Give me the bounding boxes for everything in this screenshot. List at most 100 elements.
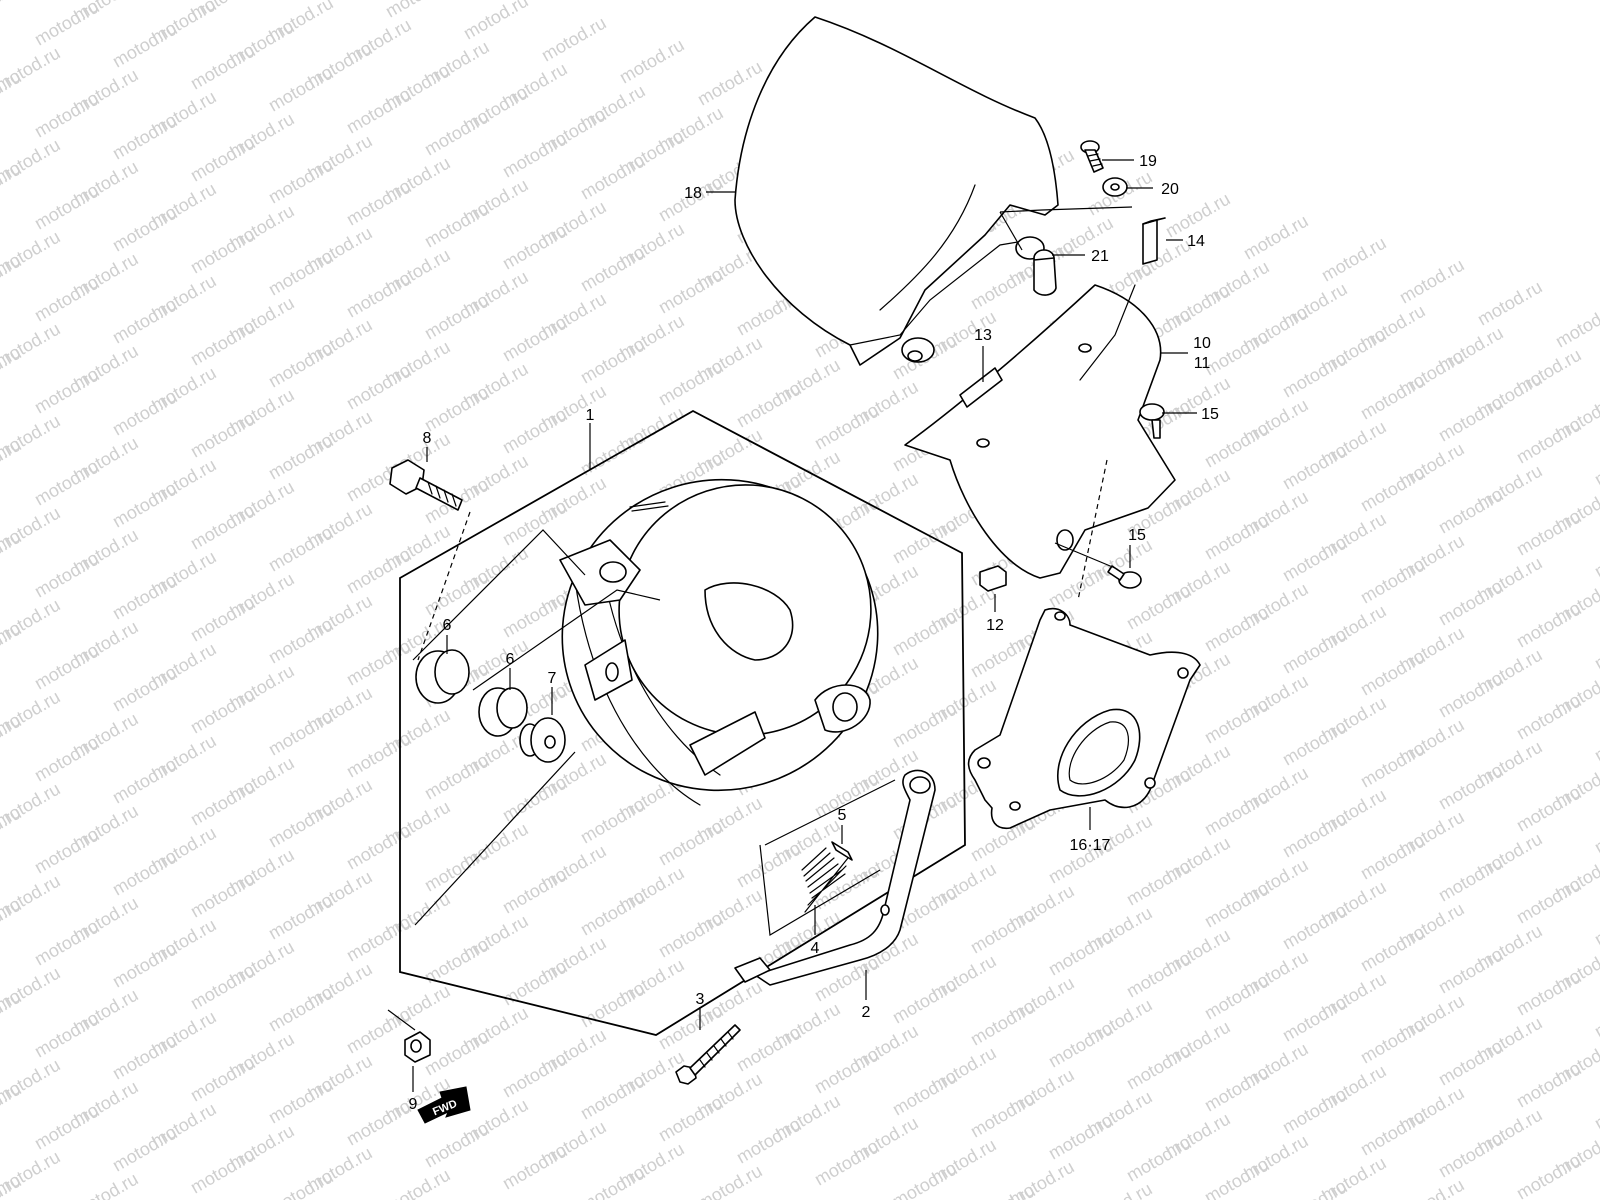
watermark-text: motod.ru xyxy=(187,961,259,1014)
watermark-text: motod.ru xyxy=(265,1075,337,1128)
callout-8: 8 xyxy=(423,430,432,447)
watermark-text: motod.ru xyxy=(1123,581,1195,634)
watermark-text: motod.ru xyxy=(31,1009,103,1062)
watermark-text: motod.ru xyxy=(1474,277,1546,330)
collar-7 xyxy=(519,717,566,763)
watermark-text: motod.ru xyxy=(967,261,1039,314)
watermark-text: motod.ru xyxy=(265,615,337,668)
watermark-text: motod.ru xyxy=(694,57,766,110)
watermark-text: motod.ru xyxy=(109,479,181,532)
watermark-text: motod.ru xyxy=(109,1123,181,1176)
watermark-text: motod.ru xyxy=(265,1167,337,1200)
watermark-text: motod.ru xyxy=(1201,419,1273,472)
grommet-6a xyxy=(415,649,470,704)
callout-16-17: 16·17 xyxy=(1070,837,1111,854)
damper-14 xyxy=(1142,217,1166,265)
callout-15b: 15 xyxy=(1128,527,1146,544)
callout-21: 21 xyxy=(1091,248,1109,265)
watermark-text: motod.ru xyxy=(109,939,181,992)
callout-9: 9 xyxy=(409,1096,418,1113)
watermark-text: motod.ru xyxy=(1513,1151,1585,1200)
watermark-text: motod.ru xyxy=(1591,529,1600,582)
watermark-text: motod.ru xyxy=(1357,647,1429,700)
screw-3 xyxy=(675,1024,741,1085)
callout-2: 2 xyxy=(862,1004,871,1021)
watermark-text: motod.ru xyxy=(1357,923,1429,976)
watermark-text: motod.ru xyxy=(1513,875,1585,928)
visor-18 xyxy=(734,16,1059,366)
watermark-text: motod.ru xyxy=(811,401,883,454)
watermark-text: motod.ru xyxy=(811,1045,883,1098)
watermark-text: motod.ru xyxy=(382,0,454,21)
watermark-text: motod.ru xyxy=(31,1101,103,1154)
watermark-text: motod.ru xyxy=(343,821,415,874)
watermark-text: motod.ru xyxy=(577,243,649,296)
watermark-text: motod.ru xyxy=(1357,1107,1429,1160)
watermark-text: motod.ru xyxy=(499,497,571,550)
watermark-text: motod.ru xyxy=(187,501,259,554)
callout-12: 12 xyxy=(986,617,1004,634)
watermark-text: motod.ru xyxy=(889,975,961,1028)
watermark-text: motod.ru xyxy=(655,265,727,318)
watermark-text: motod.ru xyxy=(343,1005,415,1058)
bolt-15b-leader xyxy=(1054,542,1116,569)
nut-9-guide xyxy=(414,751,576,926)
watermark-text: motod.ru xyxy=(1435,1037,1507,1090)
watermark-text: motod.ru xyxy=(655,817,727,870)
watermark-text: motod.ru xyxy=(31,181,103,234)
washer-20 xyxy=(1102,177,1128,197)
watermark-text: motod.ru xyxy=(1279,901,1351,954)
watermark-text: motod.ru xyxy=(1396,255,1468,308)
watermark-text: motod.ru xyxy=(1591,621,1600,674)
watermark-text: motod.ru xyxy=(1279,1177,1351,1200)
watermark-text: motod.ru xyxy=(421,1027,493,1080)
watermark-text: motod.ru xyxy=(421,199,493,252)
watermark-text: motod.ru xyxy=(31,917,103,970)
fwd-arrow-icon: FWD xyxy=(417,1086,471,1124)
watermark-text: motod.ru xyxy=(265,247,337,300)
watermark-text: motod.ru xyxy=(1591,437,1600,490)
watermark-text: motod.ru xyxy=(1279,717,1351,770)
spring-4 xyxy=(801,847,849,913)
watermark-text: motod.ru xyxy=(1279,625,1351,678)
cover-10-11 xyxy=(904,284,1176,579)
watermark-text: motod.ru xyxy=(655,1093,727,1146)
watermark-text: motod.ru xyxy=(1357,1015,1429,1068)
watermark-text: motod.ru xyxy=(1513,967,1585,1020)
watermark-text: motod.ru xyxy=(967,905,1039,958)
watermark-text: motod.ru xyxy=(343,545,415,598)
watermark-text: motod.ru xyxy=(499,1049,571,1102)
watermark-text: motod.ru xyxy=(811,769,883,822)
watermark-text: motod.ru xyxy=(343,177,415,230)
watermark-text: motod.ru xyxy=(187,409,259,462)
watermark-text: motod.ru xyxy=(343,913,415,966)
watermark-text: motod.ru xyxy=(811,1137,883,1190)
watermark-text: motod.ru xyxy=(187,317,259,370)
watermark-text: motod.ru xyxy=(1435,761,1507,814)
watermark-text: motod.ru xyxy=(1201,511,1273,564)
callout-19: 19 xyxy=(1139,153,1157,170)
watermark-text: motod.ru xyxy=(1123,857,1195,910)
watermark-text: motod.ru xyxy=(1279,441,1351,494)
watermark-text: motod.ru xyxy=(31,733,103,786)
watermark-text: motod.ru xyxy=(31,549,103,602)
watermark-text: motod.ru xyxy=(1435,485,1507,538)
watermark-text: motod.ru xyxy=(1591,713,1600,766)
watermark-text: motod.ru xyxy=(1513,507,1585,560)
watermark-text: motod.ru xyxy=(1279,533,1351,586)
callout-1: 1 xyxy=(586,407,595,424)
watermark-text: motod.ru xyxy=(343,269,415,322)
nut-9-leader-top xyxy=(387,1009,416,1031)
callout-3: 3 xyxy=(696,991,705,1008)
watermark-text: motod.ru xyxy=(733,1115,805,1168)
watermark-text: motod.ru xyxy=(1279,993,1351,1046)
watermark-text: motod.ru xyxy=(1045,1019,1117,1072)
watermark-text: motod.ru xyxy=(31,641,103,694)
watermark-text: motod.ru xyxy=(733,379,805,432)
watermark-text: motod.ru xyxy=(889,1067,961,1120)
bolt-15a xyxy=(1139,403,1165,439)
callout-4: 4 xyxy=(811,940,820,957)
watermark-text: motod.ru xyxy=(421,383,493,436)
nut-9 xyxy=(404,1031,431,1063)
watermark-text: motod.ru xyxy=(499,865,571,918)
